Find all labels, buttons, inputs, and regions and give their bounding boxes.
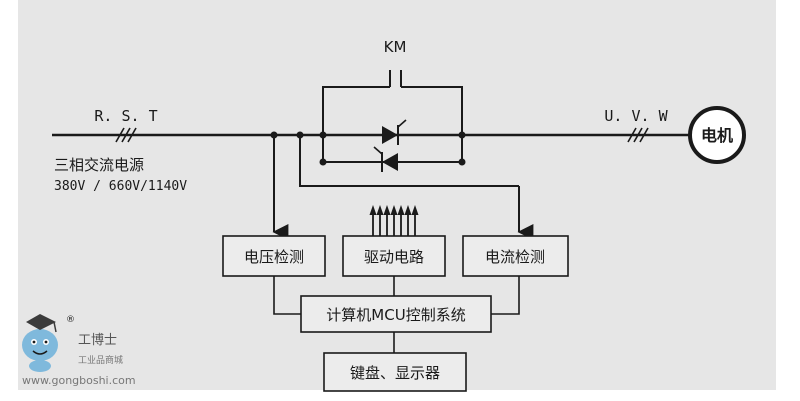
km-label: KM: [384, 38, 407, 56]
thyristor-reverse: [373, 146, 398, 172]
gongboshi-logo: [22, 314, 58, 372]
current-detect-box: [462, 235, 569, 277]
supply-title: 三相交流电源: [54, 156, 144, 174]
mcu-connections: [273, 276, 520, 353]
keyboard-display-box: [323, 352, 467, 392]
uvw-label: U. V. W: [604, 107, 668, 125]
rst-label: R. S. T: [94, 107, 157, 125]
junction-dots: [270, 131, 466, 166]
watermark-brand: 工博士: [78, 333, 117, 348]
drive-circuit-label: 驱动电路: [364, 248, 424, 266]
voltage-detect-label: 电压检测: [244, 248, 304, 266]
keyboard-display-label: 键盘、显示器: [350, 364, 440, 382]
rst-phase-marks: [115, 127, 137, 143]
watermark-registered: ®: [66, 315, 75, 325]
drive-output-arrows: [369, 205, 419, 236]
thyristor-forward: [382, 119, 407, 145]
supply-voltages: 380V / 660V/1140V: [54, 179, 187, 194]
watermark-url: www.gongboshi.com: [22, 374, 136, 387]
current-sense-path: [299, 135, 519, 187]
voltage-detect-box: [222, 235, 326, 277]
uvw-phase-marks: [627, 127, 649, 143]
watermark-tagline: 工业品商城: [78, 354, 123, 366]
current-detect-label: 电流检测: [485, 248, 545, 266]
km-bypass-contactor: [322, 70, 463, 135]
mcu-control-label: 计算机MCU控制系统: [326, 306, 465, 324]
motor-symbol: [688, 106, 746, 164]
motor-label: 电机: [701, 126, 733, 145]
